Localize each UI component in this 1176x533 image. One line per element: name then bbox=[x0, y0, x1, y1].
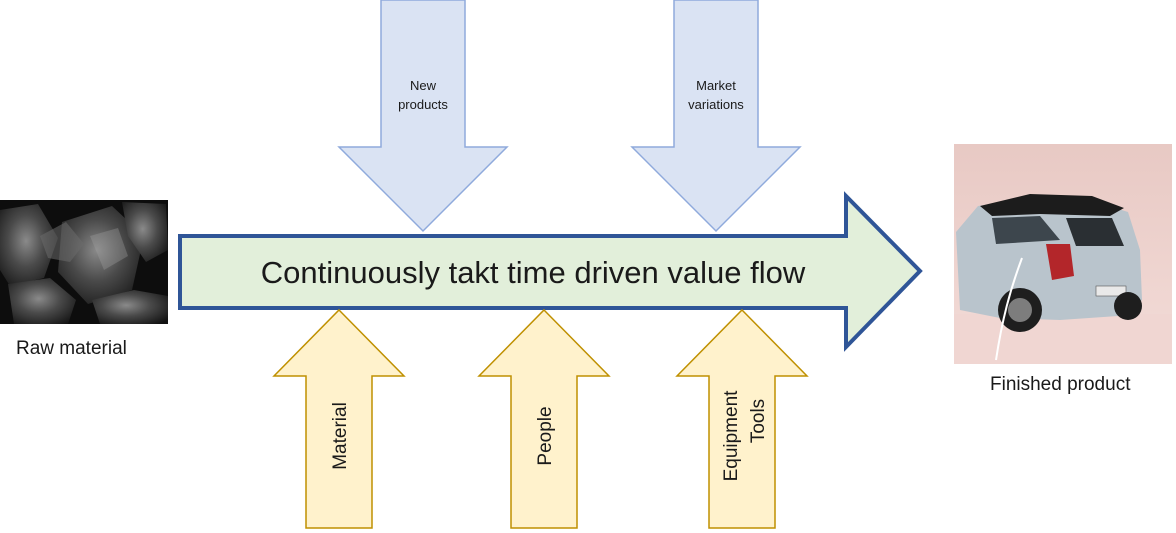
market-variations-arrow bbox=[630, 0, 802, 233]
people-label: People bbox=[535, 406, 556, 465]
raw-material-image bbox=[0, 200, 168, 324]
material-label: Material bbox=[330, 402, 351, 470]
material-arrow bbox=[272, 308, 406, 529]
new-products-label-line2: products bbox=[398, 97, 448, 112]
finished-product-image bbox=[954, 144, 1172, 364]
value-flow-label: Continuously takt time driven value flow bbox=[261, 255, 806, 290]
people-arrow bbox=[477, 308, 611, 529]
raw-material-caption: Raw material bbox=[16, 338, 127, 359]
market-variations-label-line1: Market bbox=[696, 78, 736, 93]
tools-label: Tools bbox=[748, 399, 769, 443]
value-flow-arrow bbox=[178, 191, 923, 352]
new-products-arrow bbox=[337, 0, 509, 233]
finished-product-caption: Finished product bbox=[990, 374, 1131, 395]
equipment-label: Equipment bbox=[721, 390, 742, 482]
market-variations-label-line2: variations bbox=[688, 97, 744, 112]
new-products-label-line1: New bbox=[410, 78, 437, 93]
equipment-tools-arrow bbox=[675, 308, 809, 529]
